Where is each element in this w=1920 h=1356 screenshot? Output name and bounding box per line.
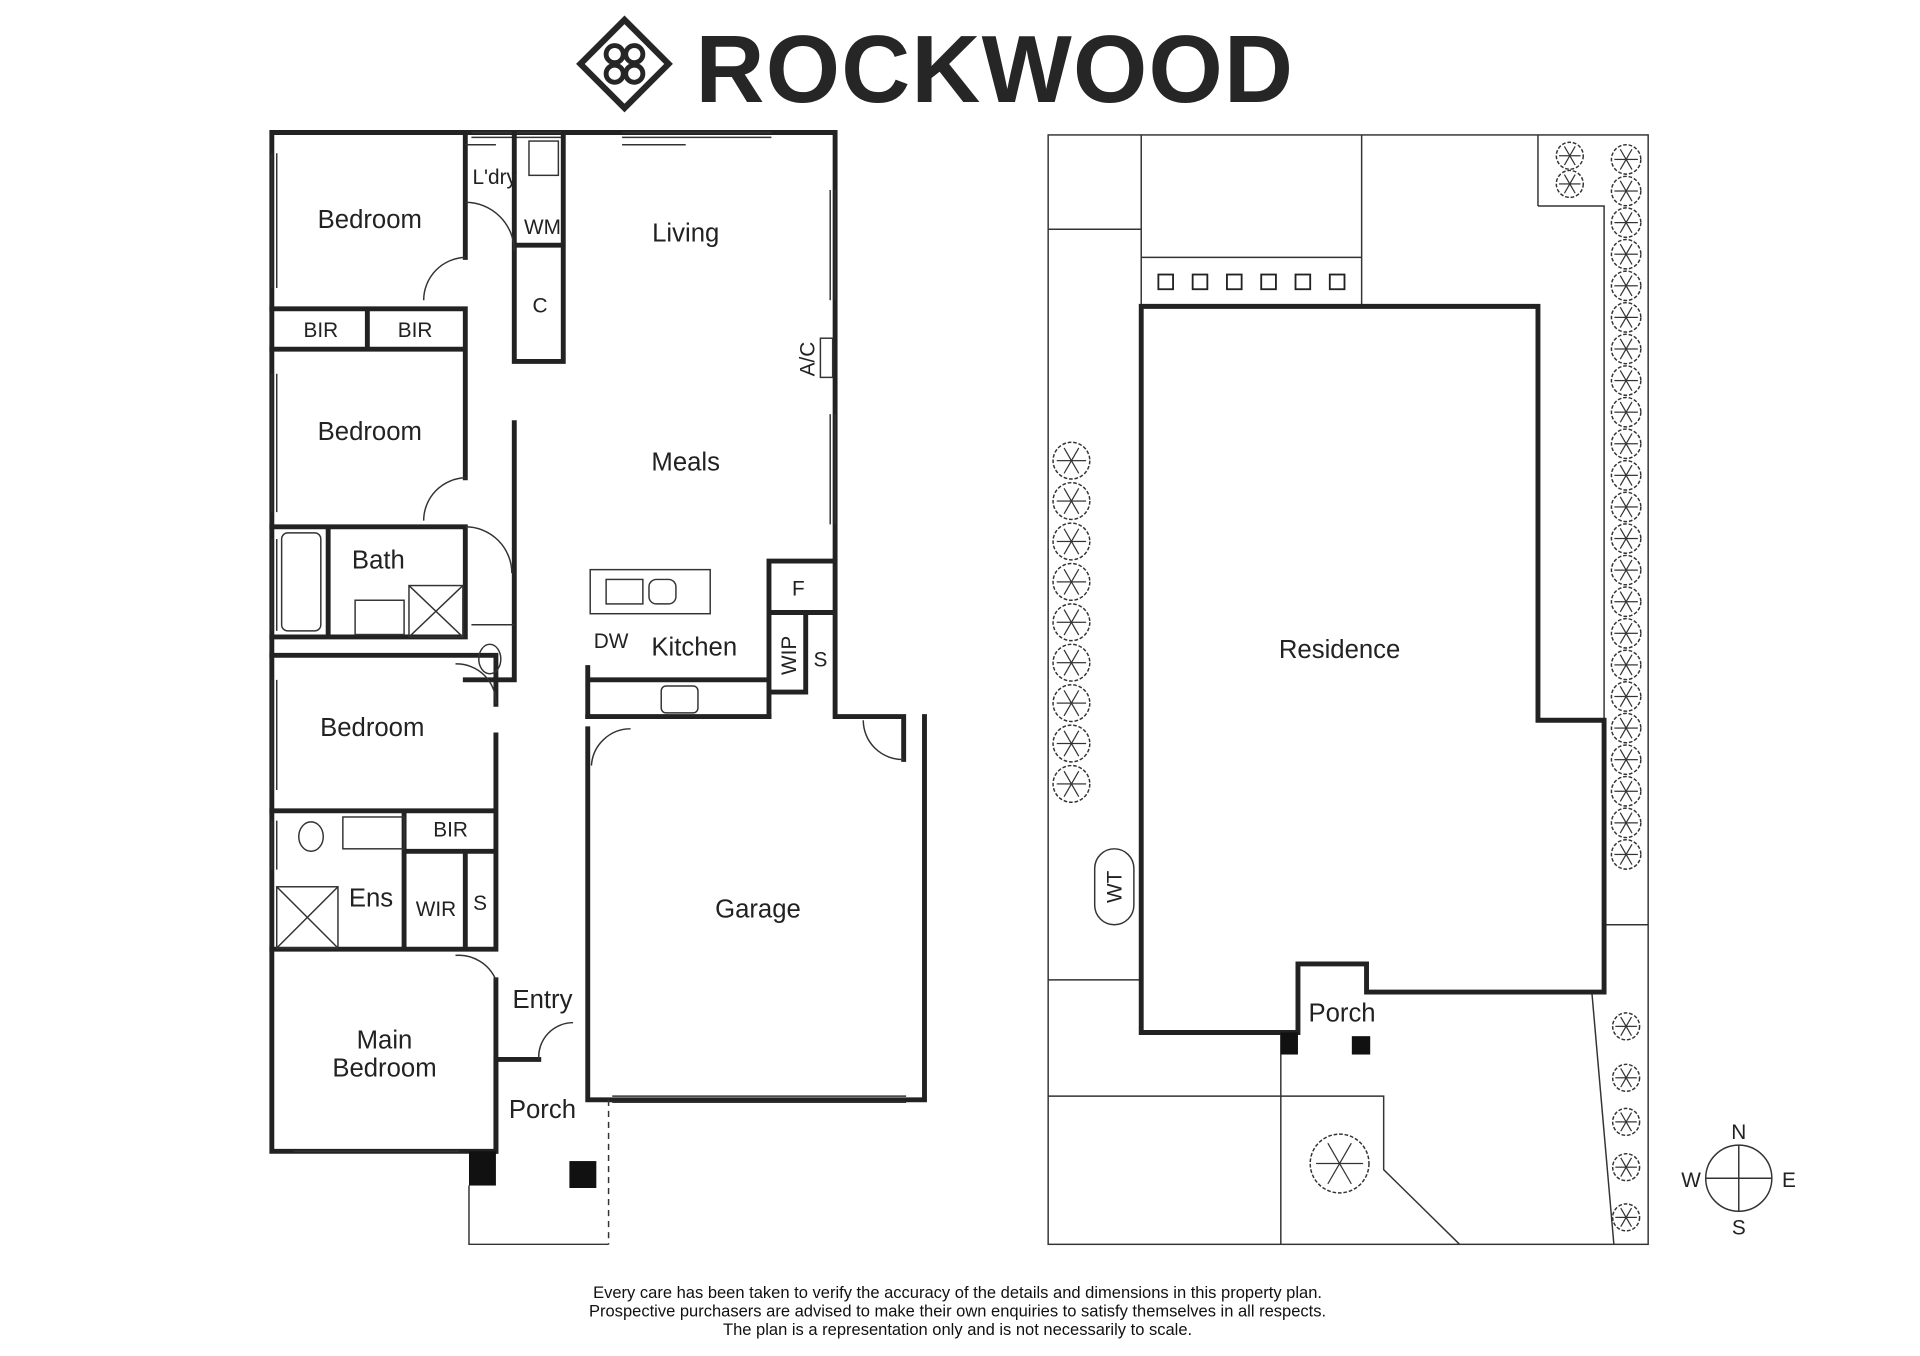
tree-icon: [1052, 724, 1091, 763]
residence-outline: [1138, 303, 1607, 1035]
room-label-dw: DW: [594, 630, 629, 653]
tree-icon: [1610, 238, 1642, 270]
room-label-wip: WIP: [778, 636, 801, 675]
tree-icon: [1610, 775, 1642, 807]
room-label-bir: BIR: [398, 319, 433, 342]
tree-icon: [1610, 207, 1642, 239]
tree-icon: [1052, 764, 1091, 804]
tree-icon: [1610, 586, 1642, 618]
tree-icon: [1610, 270, 1642, 302]
compass-icon: N S E W: [1681, 1121, 1796, 1240]
tree-icon: [1610, 807, 1642, 839]
tree-icon: [1611, 1203, 1641, 1232]
tree-icon: [1611, 1063, 1641, 1092]
site-label-water-tank: WT: [1104, 870, 1127, 903]
room-label-bir: BIR: [303, 319, 338, 342]
tree-icon: [1610, 333, 1642, 365]
compass-s: S: [1732, 1217, 1746, 1240]
tree-icon: [1309, 1133, 1370, 1194]
site-label-porch: Porch: [1308, 999, 1375, 1027]
room-label-entry: Entry: [512, 986, 572, 1014]
bin-marker: [1191, 273, 1209, 291]
room-label-bedroom: Bedroom: [318, 206, 422, 234]
room-label-bedroom: Bedroom: [318, 418, 422, 446]
room-label-bath: Bath: [352, 546, 405, 574]
room-label-s: S: [813, 648, 827, 671]
tree-icon: [1610, 365, 1642, 397]
room-label-kitchen: Kitchen: [651, 633, 737, 661]
tree-icon: [1555, 169, 1584, 199]
tree-icon: [1052, 522, 1091, 561]
disclaimer-line: The plan is a representation only and is…: [723, 1320, 1192, 1339]
room-label-c: C: [532, 294, 547, 317]
brand-name: ROCKWOOD: [696, 17, 1295, 123]
tree-icon: [1611, 1012, 1641, 1041]
tree-icon: [1052, 441, 1091, 480]
room-label-main-bedroom: Bedroom: [332, 1055, 436, 1083]
room-label-garage: Garage: [715, 895, 801, 923]
rockwood-logo: ROCKWOOD: [576, 15, 1295, 123]
disclaimer: Every care has been taken to verify the …: [589, 1283, 1326, 1339]
room-label-laundry: L'dry: [472, 166, 517, 189]
tree-icon: [1052, 684, 1091, 723]
tree-icon: [1610, 744, 1642, 776]
room-label-bir: BIR: [433, 819, 468, 842]
site-plan: Residence Porch WT N S E W: [1047, 134, 1796, 1246]
tree-icon: [1610, 396, 1642, 428]
tree-icon: [1610, 428, 1642, 460]
tree-icon: [1610, 839, 1642, 870]
tree-icon: [1610, 459, 1642, 491]
bin-marker: [1157, 273, 1174, 291]
room-label-bedroom: Bedroom: [320, 714, 424, 742]
tree-icon: [1052, 562, 1091, 601]
tree-icon: [1610, 649, 1642, 681]
room-label-wir: WIR: [416, 898, 456, 921]
compass-n: N: [1731, 1121, 1746, 1144]
disclaimer-line: Every care has been taken to verify the …: [593, 1283, 1322, 1302]
tree-icon: [1610, 523, 1642, 554]
tree-icon: [1610, 301, 1642, 333]
disclaimer-line: Prospective purchasers are advised to ma…: [589, 1302, 1326, 1321]
tree-icon: [1052, 481, 1091, 521]
logo-mark-icon: [576, 15, 673, 113]
compass-w: W: [1681, 1169, 1701, 1192]
bin-marker: [1294, 273, 1312, 291]
tree-icon: [1610, 491, 1642, 523]
tree-icon: [1610, 175, 1642, 207]
room-label-porch: Porch: [509, 1096, 576, 1124]
room-label-ens: Ens: [349, 884, 393, 912]
floor-plan: Bedroom BIR BIR Bedroom Bath Bedroom BIR…: [269, 130, 927, 1246]
tree-icon: [1611, 1152, 1641, 1182]
compass-e: E: [1782, 1169, 1796, 1192]
tree-icon: [1610, 144, 1642, 175]
room-label-main-bedroom: Main: [357, 1026, 413, 1054]
room-label-ac: A/C: [796, 342, 819, 377]
bin-marker: [1328, 273, 1346, 291]
tree-icon: [1052, 643, 1091, 682]
room-label-wm: WM: [524, 216, 561, 239]
room-label-living: Living: [652, 219, 719, 247]
tree-icon: [1610, 617, 1642, 649]
room-label-meals: Meals: [651, 448, 720, 476]
tree-icon: [1610, 681, 1642, 712]
tree-icon: [1555, 141, 1584, 170]
site-label-residence: Residence: [1279, 636, 1400, 664]
tree-icon: [1611, 1107, 1641, 1137]
room-label-fridge: F: [792, 577, 805, 600]
tree-icon: [1610, 554, 1642, 586]
room-label-s: S: [473, 892, 487, 915]
bin-marker: [1260, 273, 1277, 291]
tree-icon: [1610, 712, 1642, 744]
bin-marker: [1226, 273, 1243, 291]
tree-icon: [1052, 603, 1091, 642]
